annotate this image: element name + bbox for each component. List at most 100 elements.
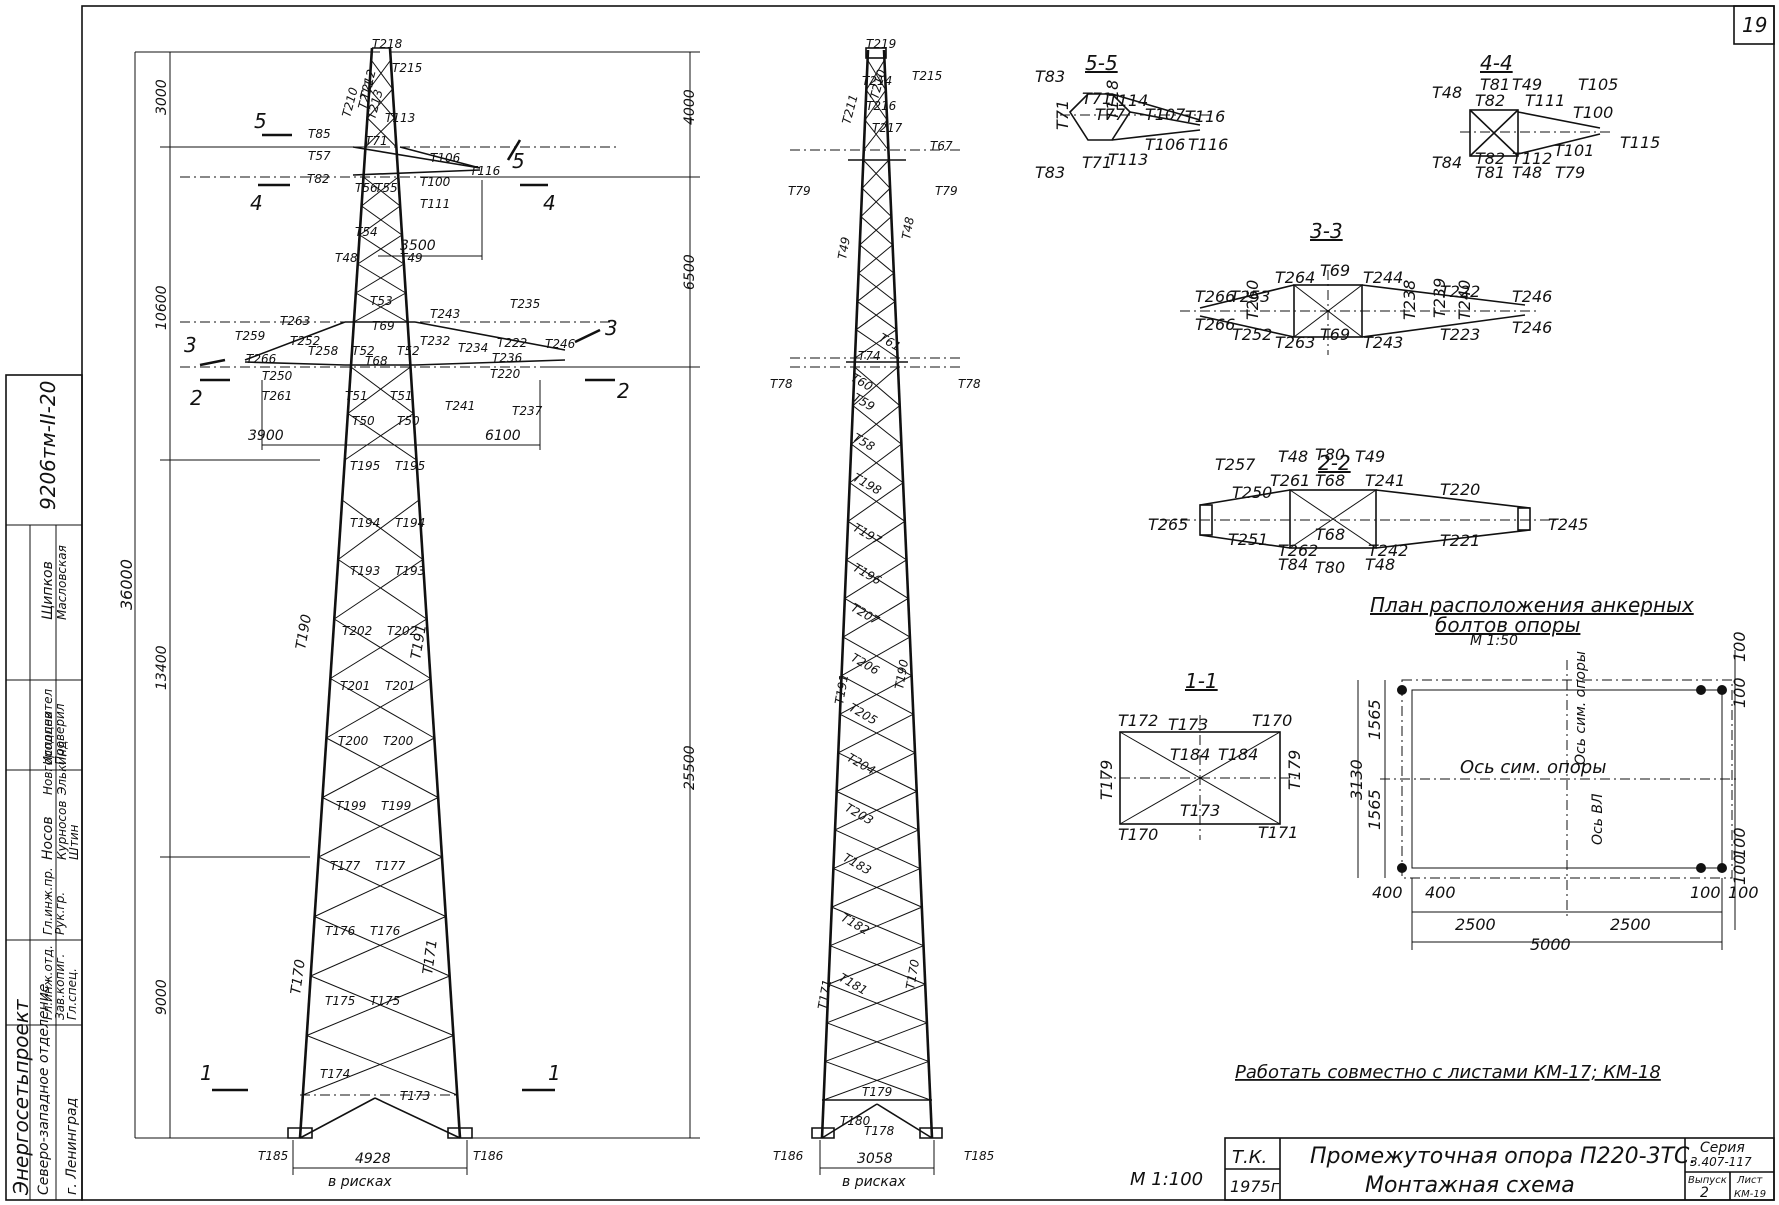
dim-label: 3500 [400, 238, 436, 254]
part-label: Т241 [1365, 471, 1405, 490]
part-label: Т190 [892, 658, 911, 691]
brace [367, 117, 397, 148]
brace [310, 975, 454, 1036]
brace [833, 868, 923, 908]
brace [831, 906, 924, 947]
svg-text:1: 1 [200, 1061, 213, 1085]
part-label: Т118 [1103, 80, 1122, 120]
brace [825, 1060, 931, 1101]
part-label: Т71 [1082, 153, 1112, 172]
brace [357, 263, 406, 294]
part-label: Т265 [1148, 515, 1188, 534]
part-label: Т200 [383, 734, 414, 748]
part-label: Т246 [1512, 287, 1552, 306]
part-label: Т239 [1430, 278, 1449, 318]
dim-label: 13400 [154, 645, 170, 690]
dim-label: 1565 [1365, 699, 1384, 740]
part-label: Т177 [330, 859, 361, 873]
part-label: Т105 [1578, 75, 1618, 94]
part-label: Т175 [370, 994, 400, 1008]
dim-label: 10600 [154, 285, 170, 330]
stamp-org-branch: Северо-западное отделение [36, 984, 52, 1195]
part-label: Т263 [280, 314, 310, 328]
part-label: Т69 [1320, 261, 1350, 280]
brace [826, 983, 926, 1024]
stamp-role: Проверил [53, 703, 67, 765]
dim-label: 2500 [1610, 915, 1651, 934]
part-label: Т261 [1270, 471, 1310, 490]
part-label: Т67 [930, 139, 953, 153]
part-label: Т266 [1195, 287, 1235, 306]
base-note: в рисках [842, 1174, 906, 1190]
brace [854, 329, 897, 359]
part-label: Т176 [370, 924, 401, 938]
svg-text:5: 5 [254, 109, 267, 133]
brace [826, 1022, 929, 1062]
section-mark-2-left: 2 [190, 378, 230, 410]
part-label: Т68 [365, 354, 388, 368]
part-label: Т84 [1432, 153, 1462, 172]
part-label: Т82 [307, 172, 330, 186]
plan-title-line2: болтов опоры [1435, 613, 1580, 637]
brace [867, 59, 887, 91]
brace [834, 829, 921, 869]
brace [829, 945, 926, 985]
section-mark-4-left: 4 [250, 183, 290, 215]
brace [828, 983, 928, 1024]
brace [855, 329, 898, 359]
part-label: Т171 [420, 938, 441, 975]
dim-label: 25500 [682, 745, 698, 790]
brace [366, 88, 394, 119]
plan-scale: М 1:50 [1470, 633, 1518, 649]
part-label: Т100 [420, 175, 451, 189]
part-label: Т178 [864, 1124, 895, 1138]
part-label: Т240 [1455, 280, 1474, 320]
brace [857, 272, 895, 302]
brace [306, 975, 450, 1036]
part-label: Т221 [1440, 531, 1480, 550]
brace [334, 559, 424, 620]
part-label: Т238 [1400, 280, 1419, 320]
part-label: Т176 [325, 924, 356, 938]
part-label: Т116 [470, 164, 501, 178]
dim-label: 5000 [1530, 935, 1571, 954]
anchor-bolt [1696, 863, 1706, 873]
brace [359, 234, 405, 265]
part-label: Т206 [849, 650, 883, 677]
part-label: Т81 [1480, 75, 1510, 94]
part-label: Т114 [1108, 91, 1148, 110]
brace [864, 89, 887, 121]
part-label: Т220 [490, 367, 521, 381]
brace [368, 59, 392, 90]
dim-label: 4000 [682, 89, 698, 125]
brace [839, 713, 916, 754]
part-label: Т49 [400, 251, 423, 265]
anchor-bolt [1696, 685, 1706, 695]
anchor-bolt [1717, 863, 1727, 873]
part-label: Т185 [258, 1149, 288, 1163]
part-label: Т71 [1053, 100, 1072, 130]
part-label: Т180 [840, 1114, 871, 1128]
section-mark-2-right: 2 [585, 378, 630, 403]
part-label: Т201 [385, 679, 415, 693]
brace [847, 482, 904, 522]
brace [838, 713, 914, 754]
brace [847, 520, 907, 561]
section-mark-5-right: 5 [506, 139, 525, 173]
part-label: Т173 [1180, 801, 1220, 820]
part-label: Т172 [1118, 711, 1158, 730]
part-label: Т50 [352, 414, 375, 428]
part-label: Т53 [370, 294, 393, 308]
part-label: Т195 [395, 459, 425, 473]
brace [314, 916, 450, 977]
issue-value: 2 [1700, 1185, 1709, 1201]
part-label: Т68 [1315, 525, 1345, 544]
part-label: Т246 [1512, 318, 1552, 337]
title-year: 1975г [1230, 1177, 1280, 1196]
part-label: Т175 [325, 994, 355, 1008]
